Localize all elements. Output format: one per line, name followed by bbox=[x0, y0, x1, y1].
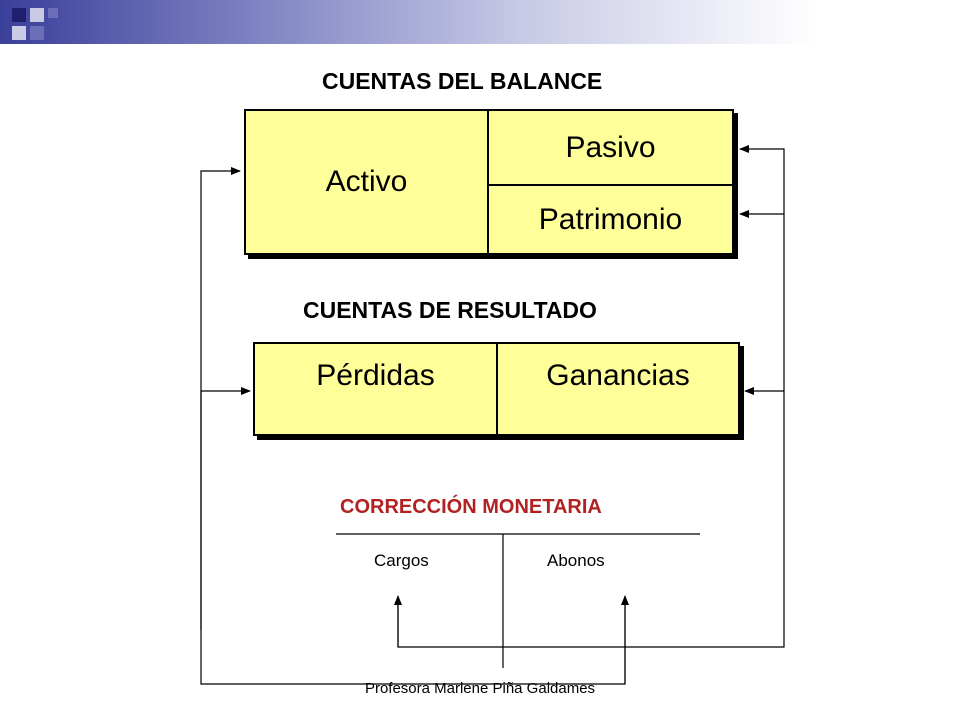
logo-square-tiny bbox=[48, 8, 58, 18]
patrimonio-cell: Patrimonio bbox=[538, 202, 683, 236]
ganancias-cell: Ganancias bbox=[546, 359, 690, 392]
arrow-to-activo bbox=[200, 167, 626, 685]
perdidas-cell: Pérdidas bbox=[255, 344, 498, 408]
activo-cell: Activo bbox=[246, 111, 489, 253]
header-gradient-bar bbox=[0, 0, 960, 44]
logo-square-light-1 bbox=[30, 8, 44, 22]
cargos-label: Cargos bbox=[374, 551, 429, 570]
arrow-to-pasivo bbox=[397, 145, 785, 648]
arrow-to-perdidas bbox=[200, 387, 251, 630]
footer-author: Profesora Marlene Piña Galdames bbox=[364, 680, 596, 697]
correccion-heading: CORRECCIÓN MONETARIA bbox=[340, 496, 602, 518]
balance-table: Activo Pasivo Patrimonio bbox=[244, 109, 734, 255]
pasivo-cell: Pasivo bbox=[489, 111, 732, 186]
abonos-label: Abonos bbox=[547, 551, 605, 570]
resultado-divider bbox=[496, 404, 498, 434]
resultado-heading: CUENTAS DE RESULTADO bbox=[303, 297, 597, 323]
logo-square-mid bbox=[30, 26, 44, 40]
logo-square-dark bbox=[12, 8, 26, 22]
resultado-table: Pérdidas Ganancias bbox=[253, 342, 740, 436]
balance-heading: CUENTAS DEL BALANCE bbox=[322, 68, 603, 94]
logo-square-light-2 bbox=[12, 26, 26, 40]
